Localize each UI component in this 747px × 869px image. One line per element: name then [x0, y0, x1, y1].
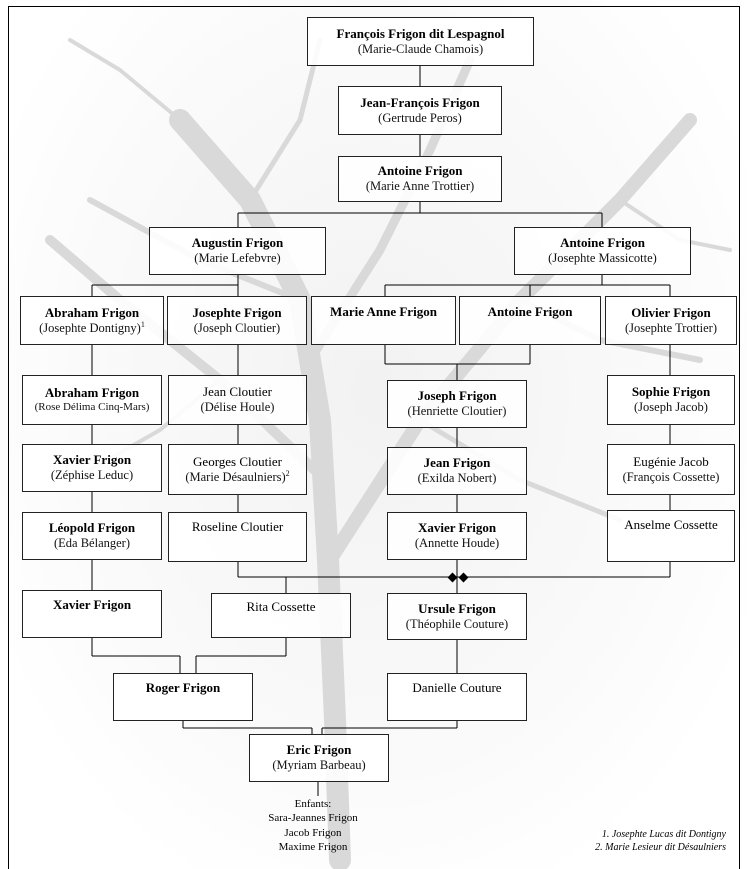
children-list: Enfants: Sara-Jeannes Frigon Jacob Frigo… — [238, 797, 388, 854]
person-box-rita-cossette: Rita Cossette — [211, 593, 351, 638]
person-box-xavier-frigon-2: Xavier Frigon (Annette Houde) — [387, 512, 527, 560]
person-box-anselme-cossette: Anselme Cossette — [607, 510, 735, 562]
person-box-josephte-frigon: Josephte Frigon (Joseph Cloutier) — [167, 296, 307, 345]
person-box-olivier-frigon: Olivier Frigon (Josephte Trottier) — [605, 296, 737, 345]
spouse-name: (Eda Bélanger) — [53, 536, 130, 551]
person-box-roseline-cloutier: Roseline Cloutier — [168, 512, 307, 562]
person-box-georges-cloutier: Georges Cloutier (Marie Désaulniers)2 — [168, 444, 307, 495]
person-name: Josephte Frigon — [192, 304, 282, 320]
spouse-name: (Zéphise Leduc) — [50, 468, 134, 483]
person-name: Abraham Frigon — [44, 385, 140, 400]
child-name: Jacob Frigon — [284, 826, 342, 839]
person-name: Jean Frigon — [423, 455, 491, 471]
person-box-xavier-frigon: Xavier Frigon (Zéphise Leduc) — [22, 444, 162, 492]
children-heading: Enfants: — [294, 798, 332, 810]
person-name: Georges Cloutier — [193, 453, 282, 469]
page-frame — [8, 6, 740, 869]
spouse-name: (François Cossette) — [622, 469, 720, 484]
spouse-name: (Henriette Cloutier) — [407, 404, 507, 419]
person-name: Marie Anne Frigon — [330, 304, 437, 319]
spouse-name: (Annette Houde) — [414, 536, 500, 551]
person-name: Danielle Couture — [412, 680, 502, 695]
footnotes: 1. Josephte Lucas dit Dontigny 2. Marie … — [540, 829, 726, 854]
spouse-name: (Joseph Cloutier) — [193, 320, 281, 335]
spouse-name: (Rose Délima Cinq-Mars) — [34, 401, 150, 414]
spouse-name: (Myriam Barbeau) — [272, 758, 366, 773]
person-name: Antoine Frigon — [560, 235, 645, 251]
person-box-ursule-frigon: Ursule Frigon (Théophile Couture) — [387, 593, 527, 640]
person-box-abraham-frigon: Abraham Frigon (Josephte Dontigny)1 — [20, 296, 164, 345]
person-name: Eric Frigon — [286, 742, 352, 758]
person-box-sophie-frigon: Sophie Frigon (Joseph Jacob) — [607, 375, 735, 425]
spouse-name: (Josephte Massicotte) — [548, 251, 657, 266]
person-name: Rita Cossette — [246, 599, 316, 614]
spouse-name: (Josephte Dontigny)1 — [39, 319, 145, 335]
person-name: Augustin Frigon — [191, 235, 284, 251]
person-name: Jean Cloutier — [203, 384, 272, 400]
person-box-leopold-frigon: Léopold Frigon (Eda Bélanger) — [22, 512, 162, 560]
footnote-2: 2. Marie Lesieur dit Désaulniers — [595, 841, 726, 853]
person-name: Antoine Frigon — [377, 163, 463, 179]
person-box-augustin-frigon: Augustin Frigon (Marie Lefebvre) — [149, 227, 326, 275]
child-name: Sara-Jeannes Frigon — [268, 812, 358, 825]
person-box-marie-anne-frigon: Marie Anne Frigon — [311, 296, 456, 345]
person-name: Antoine Frigon — [487, 304, 573, 319]
spouse-name: (Marie-Claude Chamois) — [357, 41, 484, 56]
person-name: Xavier Frigon — [417, 520, 497, 536]
person-box-antoine-frigon-right: Antoine Frigon (Josephte Massicotte) — [514, 227, 691, 275]
spouse-name: (Marie Désaulniers)2 — [185, 468, 290, 484]
person-name: Anselme Cossette — [624, 517, 718, 532]
child-name: Maxime Frigon — [278, 840, 348, 853]
person-name: Olivier Frigon — [631, 304, 711, 320]
person-name: Xavier Frigon — [52, 597, 132, 612]
person-box-jean-frigon: Jean Frigon (Exilda Nobert) — [387, 447, 527, 495]
spouse-name: (Marie Lefebvre) — [194, 251, 281, 266]
footnote-marker: 1 — [140, 319, 145, 329]
person-box-abraham-frigon-2: Abraham Frigon (Rose Délima Cinq-Mars) — [22, 375, 162, 425]
person-name: Roseline Cloutier — [191, 519, 284, 534]
person-name: François Frigon dit Lespagnol — [336, 25, 505, 41]
person-name: Ursule Frigon — [418, 600, 496, 616]
person-box-francois-frigon: François Frigon dit Lespagnol (Marie-Cla… — [307, 17, 534, 66]
person-box-antoine-frigon-2: Antoine Frigon — [459, 296, 601, 345]
person-name: Joseph Frigon — [417, 388, 497, 404]
person-box-roger-frigon: Roger Frigon — [113, 673, 253, 721]
spouse-name: (Marie Anne Trottier) — [365, 179, 475, 194]
person-box-antoine-frigon: Antoine Frigon (Marie Anne Trottier) — [338, 156, 502, 202]
person-name: Xavier Frigon — [52, 452, 132, 468]
person-name: Sophie Frigon — [631, 384, 711, 400]
spouse-name: (Délise Houle) — [200, 400, 275, 415]
person-name: Léopold Frigon — [48, 520, 136, 536]
spouse-name: (Gertrude Peros) — [378, 110, 462, 125]
person-box-xavier-frigon-3: Xavier Frigon — [22, 590, 162, 638]
person-box-joseph-frigon: Joseph Frigon (Henriette Cloutier) — [387, 380, 527, 428]
spouse-name: (Joseph Jacob) — [634, 400, 708, 415]
person-name: Roger Frigon — [145, 680, 221, 695]
spouse-name: (Josephte Trottier) — [624, 320, 717, 335]
person-box-danielle-couture: Danielle Couture — [387, 673, 527, 721]
person-box-jean-cloutier: Jean Cloutier (Délise Houle) — [168, 375, 307, 425]
spouse-name: (Exilda Nobert) — [417, 471, 497, 486]
footnote-1: 1. Josephte Lucas dit Dontigny — [601, 829, 726, 840]
person-box-eugenie-jacob: Eugénie Jacob (François Cossette) — [607, 444, 735, 495]
person-name: Jean-François Frigon — [360, 94, 480, 110]
person-box-eric-frigon: Eric Frigon (Myriam Barbeau) — [249, 734, 389, 782]
spouse-name: (Théophile Couture) — [405, 616, 509, 631]
footnote-marker: 2 — [285, 468, 290, 478]
person-name: Eugénie Jacob — [633, 453, 709, 469]
person-name: Abraham Frigon — [44, 304, 140, 320]
person-box-jean-francois-frigon: Jean-François Frigon (Gertrude Peros) — [338, 86, 502, 135]
